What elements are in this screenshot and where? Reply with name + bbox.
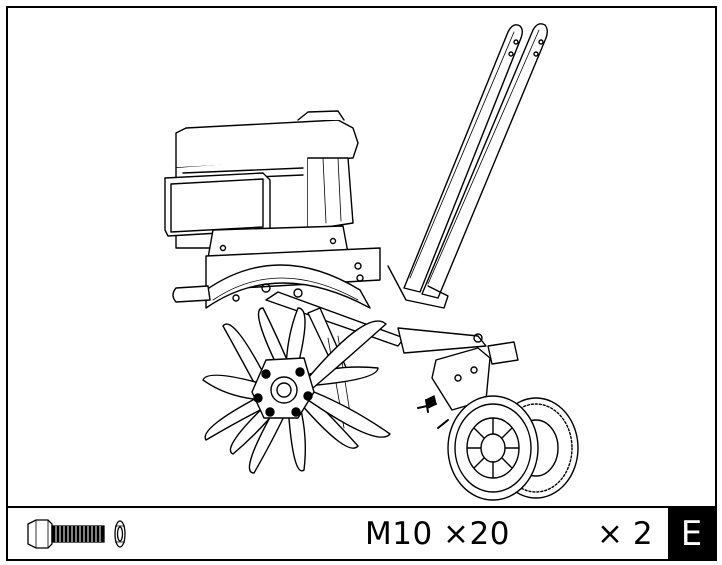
engine [164, 110, 381, 291]
hardware-footer: M10 ×20 × 2 E [8, 508, 715, 559]
fastener-size: M10 ×20 [365, 516, 510, 552]
wheel-bracket [417, 341, 519, 429]
tines [202, 307, 391, 474]
bolt-callout [425, 395, 437, 409]
tine-hub [251, 357, 315, 419]
tiller-assembly-drawing [8, 8, 715, 506]
handlebar [387, 23, 548, 309]
step-badge: E [668, 508, 715, 559]
footer-divider [8, 506, 715, 508]
diagram-frame: M10 ×20 × 2 E [6, 6, 717, 561]
transport-wheels [447, 395, 579, 501]
lock-washer-icon [114, 520, 126, 548]
hex-bolt-icon [26, 518, 136, 550]
fastener-quantity: × 2 [597, 516, 653, 552]
tine-shield [172, 264, 371, 309]
